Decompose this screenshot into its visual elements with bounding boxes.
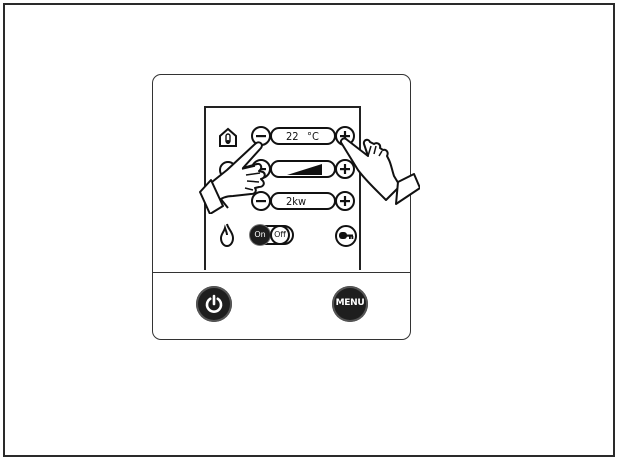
fan-level-display <box>270 160 336 178</box>
flame-row: On Off <box>206 222 359 248</box>
right-hand-pointer-icon <box>336 130 420 210</box>
left-hand-pointer-icon <box>197 128 279 214</box>
flame-icon <box>219 223 235 247</box>
panel-divider <box>153 272 410 273</box>
temperature-display: 22 °C <box>270 127 336 145</box>
power-icon <box>204 294 224 314</box>
ramp-level-icon <box>286 163 324 176</box>
key-icon <box>337 227 355 245</box>
power-value: 2kw <box>286 195 306 208</box>
temperature-unit: °C <box>307 130 319 143</box>
toggle-off-label[interactable]: Off <box>270 225 290 245</box>
menu-label: MENU <box>332 298 368 308</box>
power-button[interactable] <box>196 286 232 322</box>
toggle-on-label[interactable]: On <box>250 225 270 245</box>
key-lock-button[interactable] <box>335 225 357 247</box>
menu-button[interactable]: MENU <box>332 286 368 322</box>
power-display: 2kw <box>270 192 336 210</box>
on-off-toggle[interactable]: On Off <box>250 225 294 245</box>
temperature-value: 22 <box>286 130 299 143</box>
